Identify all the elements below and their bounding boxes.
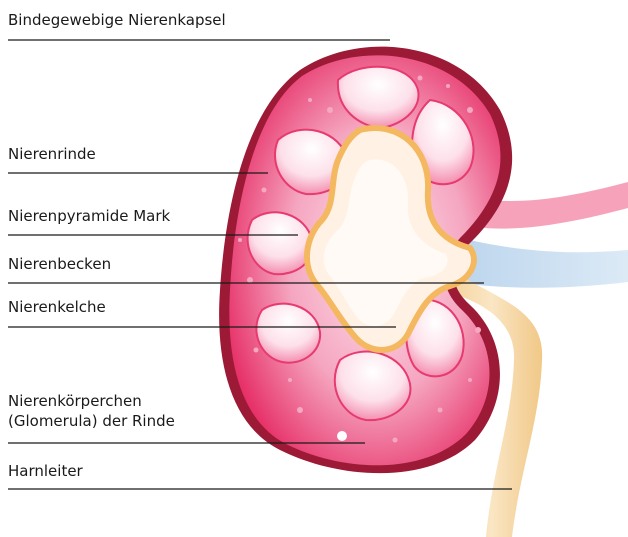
label-cortex: Nierenrinde [8,145,96,164]
label-glomeruli-line2: (Glomerula) der Rinde [8,412,175,431]
label-pelvis: Nierenbecken [8,255,111,274]
glomerulus-highlight [337,431,347,441]
label-glomeruli-line1: Nierenkörperchen [8,392,142,411]
label-ureter: Harnleiter [8,462,83,481]
label-capsule: Bindegewebige Nierenkapsel [8,11,226,30]
label-pyramid: Nierenpyramide Mark [8,207,170,226]
label-calyces: Nierenkelche [8,298,106,317]
